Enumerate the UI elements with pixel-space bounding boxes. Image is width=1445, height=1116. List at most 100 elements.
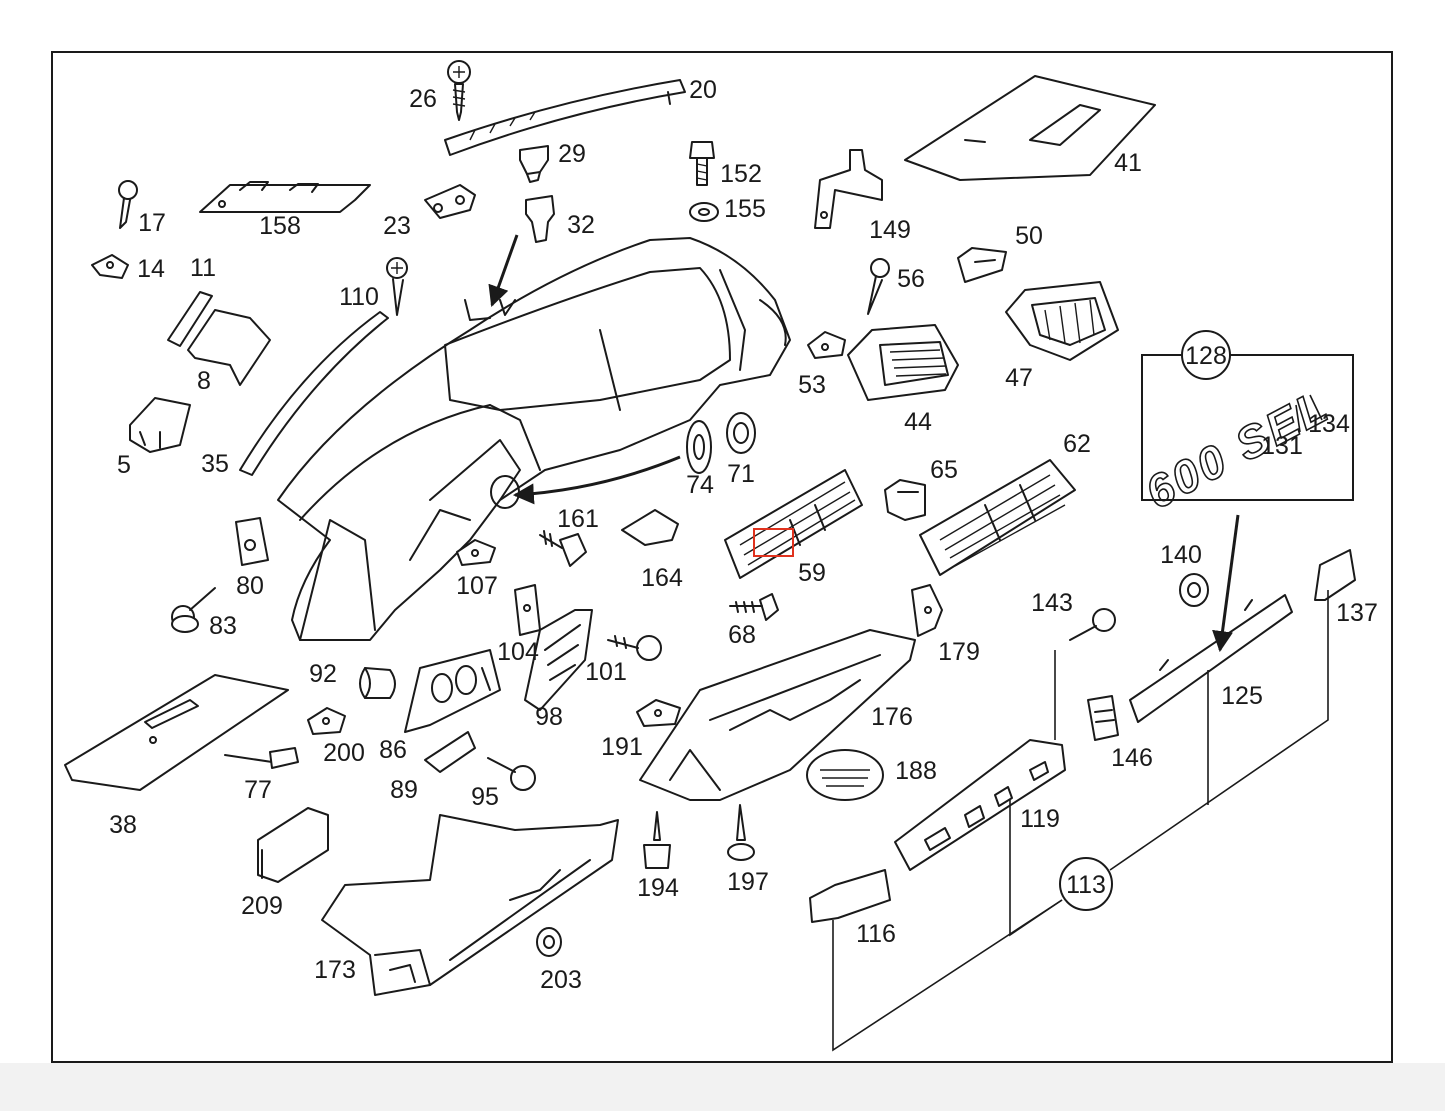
callout-176: 176 xyxy=(871,703,913,731)
callout-41: 41 xyxy=(1114,149,1142,177)
callout-38: 38 xyxy=(109,811,137,839)
callout-20: 20 xyxy=(689,76,717,104)
highlight-box xyxy=(753,528,794,557)
callout-53: 53 xyxy=(798,371,826,399)
vent-59 xyxy=(724,469,863,579)
nut-191 xyxy=(636,699,681,727)
switch-50 xyxy=(957,247,1007,283)
vent-44 xyxy=(847,324,959,401)
callout-125: 125 xyxy=(1221,682,1263,710)
screw-110 xyxy=(386,257,408,316)
vent-62 xyxy=(919,459,1076,576)
panel-98 xyxy=(524,609,593,711)
emblem-box: 600 SEL xyxy=(1136,354,1354,520)
callout-152: 152 xyxy=(720,160,762,188)
callout-29: 29 xyxy=(558,140,586,168)
callout-188: 188 xyxy=(895,757,937,785)
screw-26 xyxy=(447,60,471,121)
strip-11 xyxy=(167,291,213,347)
clip-89 xyxy=(424,731,476,773)
clip-80 xyxy=(235,517,269,566)
callout-179: 179 xyxy=(938,638,980,666)
callout-143: 143 xyxy=(1031,589,1073,617)
arrow-32 xyxy=(488,234,519,307)
callout-44: 44 xyxy=(904,408,932,436)
callout-164: 164 xyxy=(641,564,683,592)
arrow-74 xyxy=(512,455,681,505)
glove-box-176 xyxy=(639,629,916,801)
clip-29 xyxy=(519,145,549,183)
callout-71: 71 xyxy=(727,460,755,488)
callout-83: 83 xyxy=(209,612,237,640)
box-5 xyxy=(129,397,191,453)
callout-173: 173 xyxy=(314,956,356,984)
clip-179 xyxy=(911,584,943,637)
lamp-92 xyxy=(359,667,396,699)
circled-callout-128: 128 xyxy=(1181,330,1231,380)
callout-labels: 26 20 29 152 155 23 32 158 17 14 11 110 … xyxy=(109,76,1378,994)
clip-104 xyxy=(514,584,541,636)
callout-98: 98 xyxy=(535,703,563,731)
clip-146 xyxy=(1087,695,1119,741)
push-clip-32 xyxy=(525,195,555,243)
callout-62: 62 xyxy=(1063,430,1091,458)
callout-95: 95 xyxy=(471,783,499,811)
screw-143 xyxy=(1069,608,1116,641)
nut-203 xyxy=(536,927,562,957)
callout-89: 89 xyxy=(390,776,418,804)
panel-86 xyxy=(404,649,501,733)
lock-188 xyxy=(806,749,884,801)
callout-65: 65 xyxy=(930,456,958,484)
dashboard-carrier xyxy=(277,237,791,641)
callout-158: 158 xyxy=(259,212,301,240)
switch-65 xyxy=(884,479,926,521)
bottom-strip xyxy=(0,1063,1445,1111)
callout-5: 5 xyxy=(117,451,131,479)
callout-155: 155 xyxy=(724,195,766,223)
panel-38 xyxy=(64,674,289,791)
nut-71 xyxy=(726,412,756,454)
callout-35: 35 xyxy=(201,450,229,478)
strip-35 xyxy=(239,311,389,476)
arrow-128 xyxy=(1212,514,1240,653)
callout-191: 191 xyxy=(601,733,643,761)
callout-23: 23 xyxy=(383,212,411,240)
callout-209: 209 xyxy=(241,892,283,920)
callout-26: 26 xyxy=(409,85,437,113)
callout-8: 8 xyxy=(197,367,211,395)
callout-80: 80 xyxy=(236,572,264,600)
leader-lines-113 xyxy=(832,590,1329,1052)
callout-104: 104 xyxy=(497,638,539,666)
callout-203: 203 xyxy=(540,966,582,994)
bracket-149 xyxy=(814,149,883,229)
screw-95 xyxy=(487,757,536,791)
callout-146: 146 xyxy=(1111,744,1153,772)
clip-23 xyxy=(424,184,476,219)
nut-200 xyxy=(307,707,346,735)
trim-strip-20 xyxy=(444,79,686,156)
screw-194 xyxy=(643,811,671,869)
trim-strip-119 xyxy=(894,739,1066,871)
callout-47: 47 xyxy=(1005,364,1033,392)
callout-11: 11 xyxy=(190,254,216,282)
callout-161: 161 xyxy=(557,505,599,533)
cover-164 xyxy=(621,509,679,546)
callout-32: 32 xyxy=(567,211,595,239)
screw-68 xyxy=(729,593,779,621)
nut-107 xyxy=(456,539,496,566)
callout-149: 149 xyxy=(869,216,911,244)
screw-17 xyxy=(118,180,138,229)
panel-41 xyxy=(904,75,1156,181)
nut-14 xyxy=(91,254,129,279)
callout-86: 86 xyxy=(379,736,407,764)
screw-197 xyxy=(727,804,755,861)
grommet-74 xyxy=(686,420,712,474)
nut-140 xyxy=(1179,573,1209,607)
diagram-frame xyxy=(51,51,1393,1063)
callout-116: 116 xyxy=(856,920,896,948)
screw-101 xyxy=(607,635,662,661)
callout-194: 194 xyxy=(637,874,679,902)
circled-callout-113: 113 xyxy=(1059,857,1113,911)
callout-17: 17 xyxy=(138,209,166,237)
